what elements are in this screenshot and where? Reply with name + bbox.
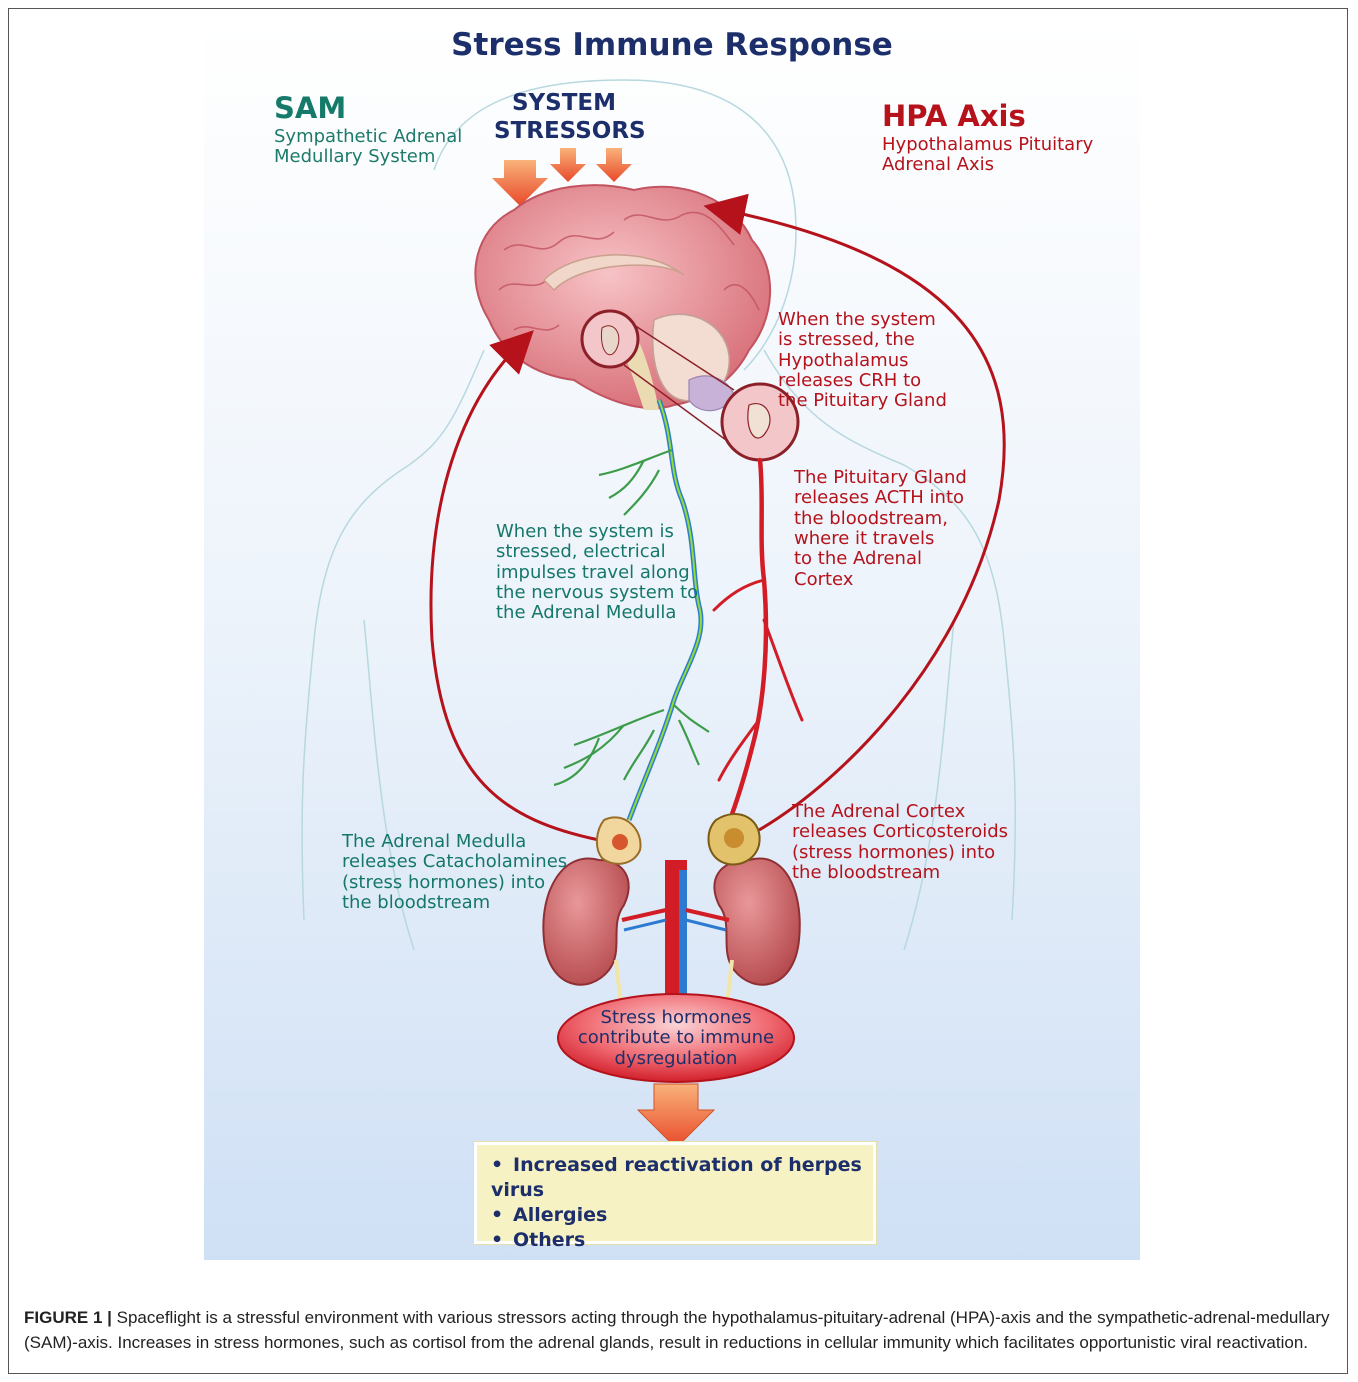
- diagram-artwork: [204, 20, 1140, 1260]
- immune-dysregulation-text: Stress hormones contribute to immune dys…: [566, 1008, 786, 1069]
- adrenal-medulla-note: The Adrenal Medulla releases Catacholami…: [342, 832, 567, 913]
- outcomes-box: Increased reactivation of herpes virus A…: [474, 1142, 876, 1244]
- hypothalamus-note: When the system is stressed, the Hypotha…: [778, 310, 947, 412]
- sam-subtitle: Sympathetic Adrenal Medullary System: [274, 127, 462, 168]
- outcome-item: Others: [491, 1228, 873, 1253]
- caption-label: FIGURE 1 |: [24, 1308, 112, 1327]
- pituitary-note: The Pituitary Gland releases ACTH into t…: [794, 468, 967, 590]
- hpa-subtitle: Hypothalamus Pituitary Adrenal Axis: [882, 135, 1093, 176]
- figure-caption: FIGURE 1 | Spaceflight is a stressful en…: [24, 1305, 1334, 1355]
- nervous-system-note: When the system is stressed, electrical …: [496, 522, 698, 624]
- hpa-title: HPA Axis: [882, 100, 1026, 133]
- adrenal-cortex-note: The Adrenal Cortex releases Corticostero…: [792, 802, 1008, 883]
- outcomes-list: Increased reactivation of herpes virus A…: [477, 1153, 873, 1253]
- stress-immune-figure: Stress Immune Response SAM Sympathetic A…: [204, 20, 1140, 1260]
- system-stressors-label: SYSTEM STRESSORS: [494, 90, 634, 145]
- sam-title: SAM: [274, 92, 346, 125]
- outcome-item: Allergies: [491, 1203, 873, 1228]
- figure-title: Stress Immune Response: [204, 28, 1140, 63]
- outcome-item: Increased reactivation of herpes virus: [491, 1153, 873, 1203]
- caption-text: Spaceflight is a stressful environment w…: [24, 1308, 1330, 1352]
